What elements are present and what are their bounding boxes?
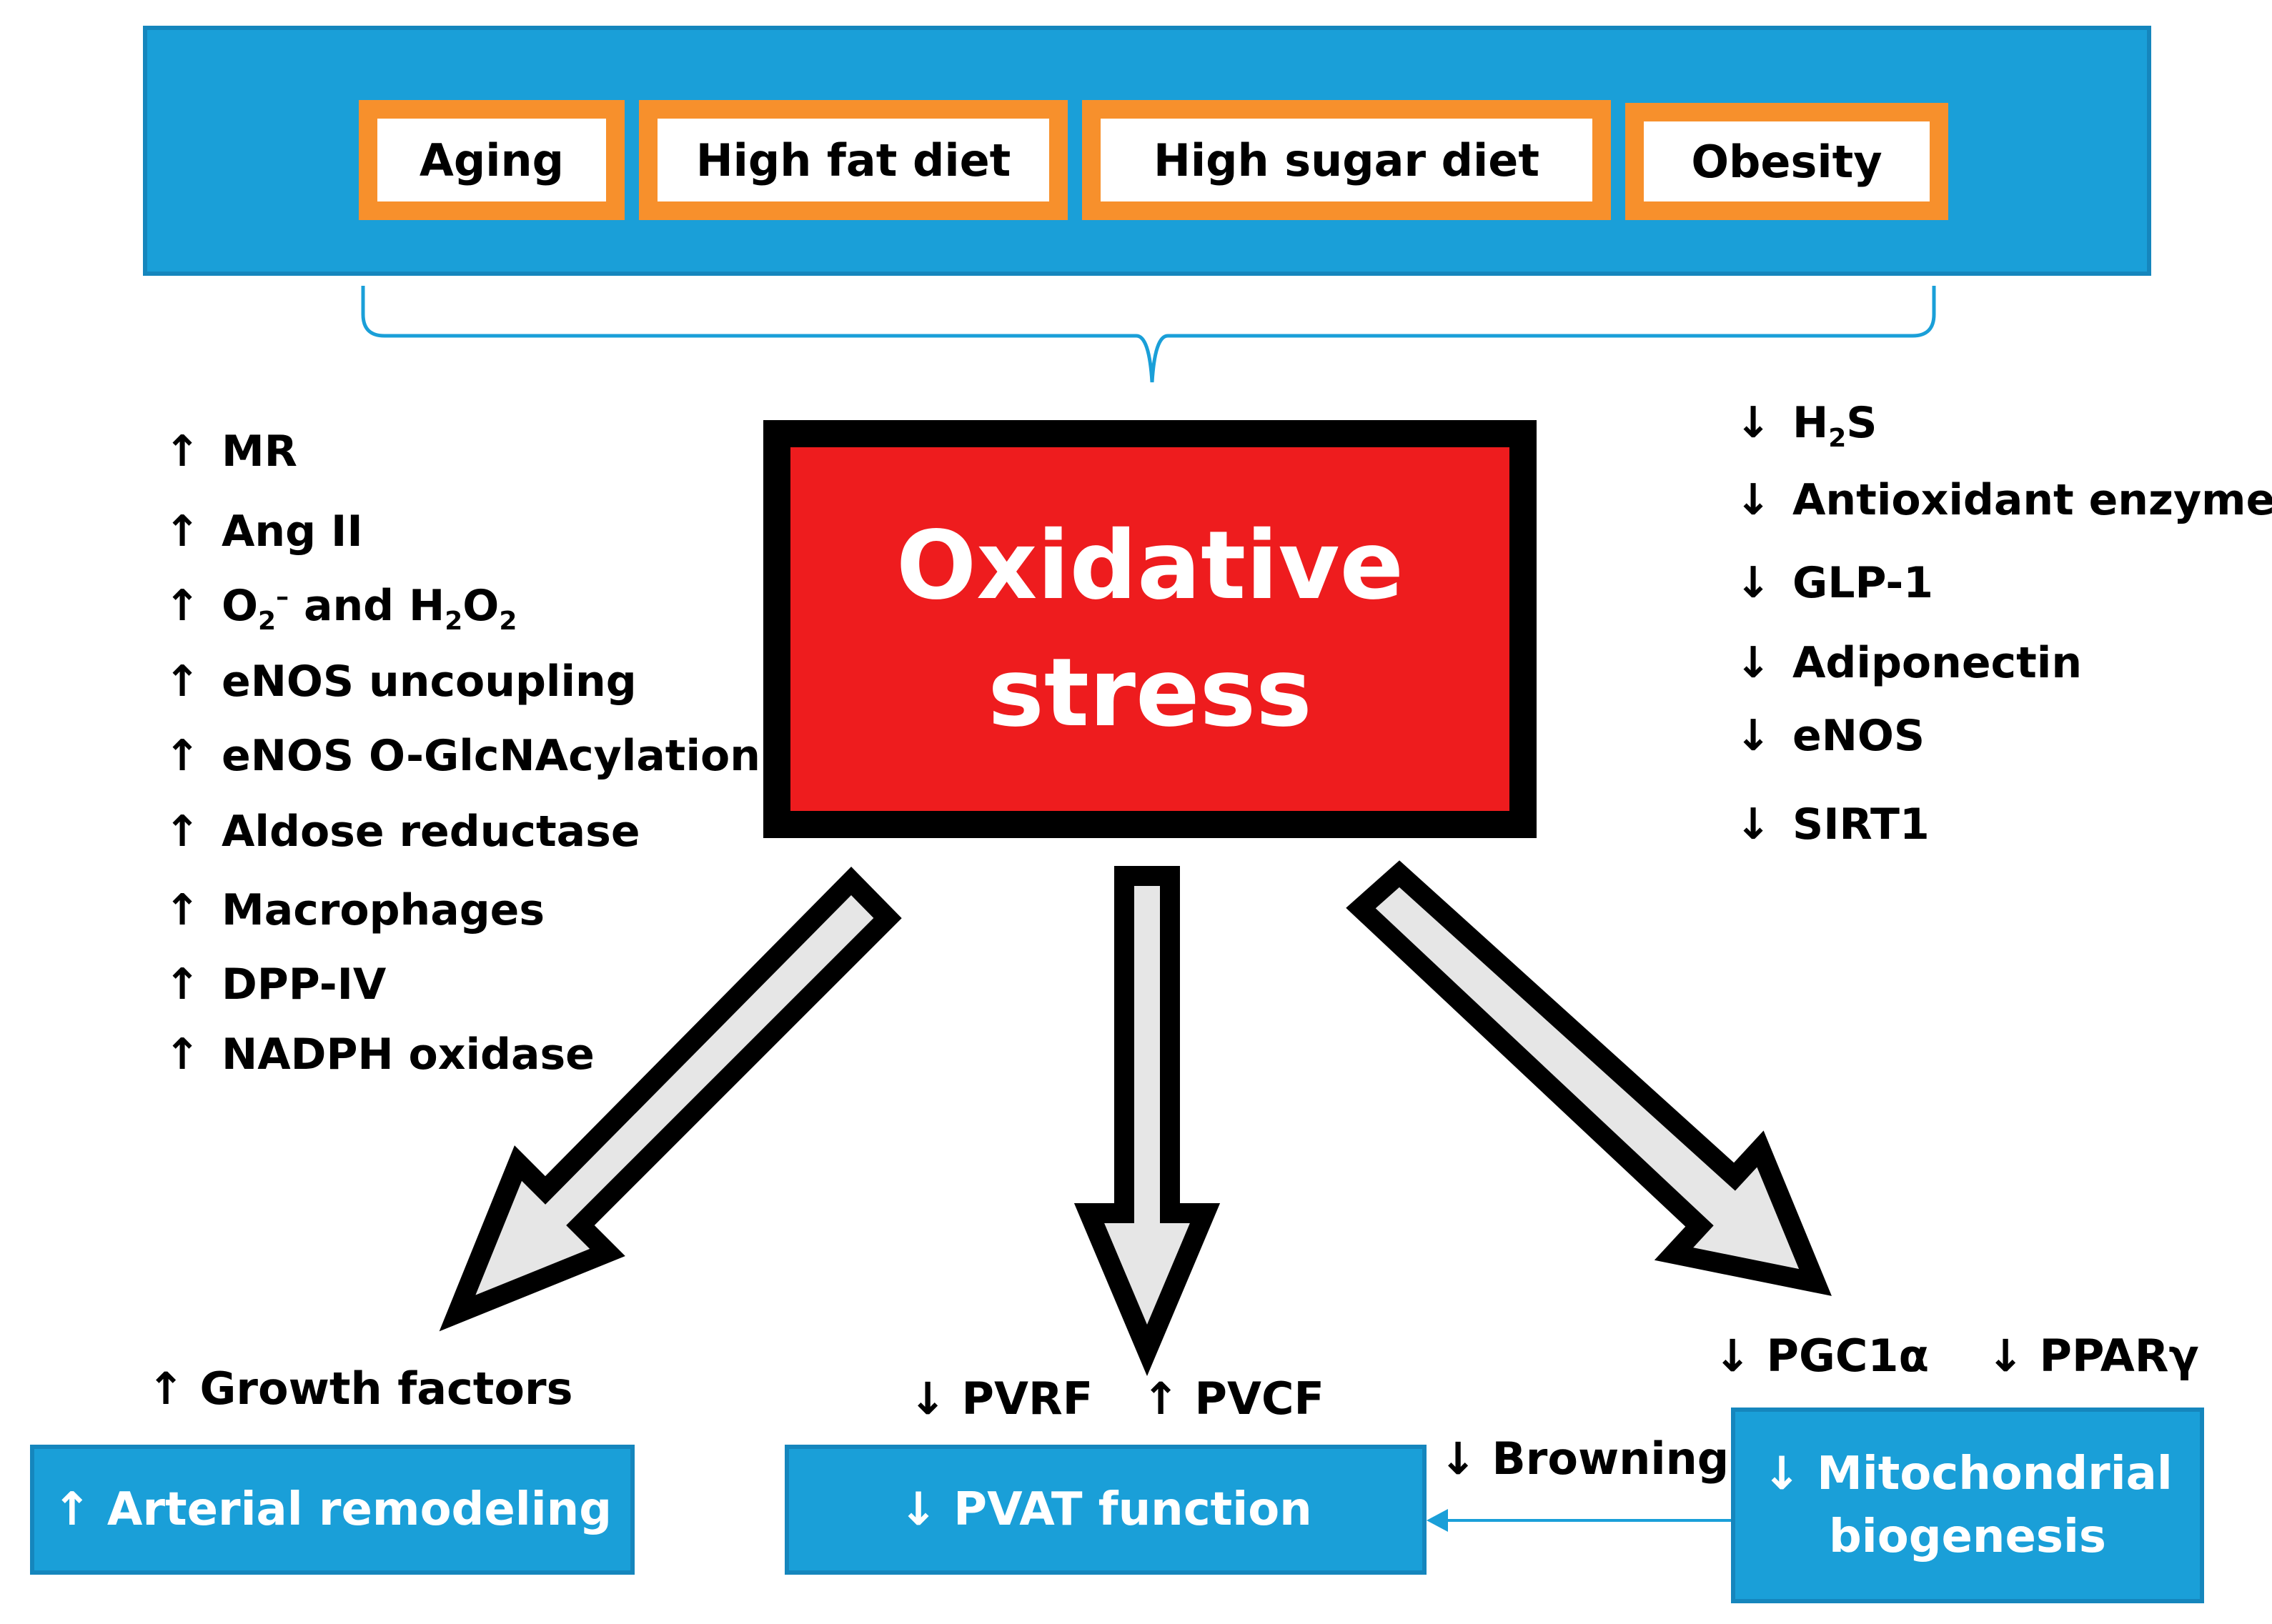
up-arrow-icon: ↑ [164, 1030, 201, 1080]
oxidative-stress-inner: Oxidative stress [790, 447, 1509, 811]
arterial-remodeling-label: ↑ Arterial remodeling [53, 1483, 612, 1536]
factor-high-fat-diet: High fat diet [639, 100, 1068, 220]
increased-item-label: Ang II [222, 507, 363, 557]
curly-brace [361, 286, 1936, 383]
decreased-item-glp-1: ↓ GLP-1 [1735, 557, 1933, 609]
pvat-function-label: ↓ PVAT function [899, 1483, 1312, 1536]
decreased-item-sirt1: ↓ SIRT1 [1735, 799, 1930, 850]
increased-factor-list: ↑MR ↑Ang II ↑O2– and H2O2 ↑eNOS uncoupli… [164, 0, 760, 1115]
increased-item-enos-uncoupling: ↑ eNOS uncoupling [164, 656, 637, 707]
up-arrow-icon: ↑ [164, 885, 201, 935]
factor-high-sugar-diet: High sugar diet [1082, 100, 1611, 220]
down-arrow-icon: ↓ [1735, 475, 1772, 525]
factor-high-sugar-diet-label: High sugar diet [1154, 134, 1539, 186]
factor-aging: Aging [359, 100, 625, 220]
increased-item-ang-ii: ↑ Ang II [164, 506, 363, 557]
growth-factors-label: ↑ Growth factors [147, 1363, 573, 1415]
oxidative-stress-line1: Oxidative [896, 510, 1404, 621]
up-arrow-icon: ↑ [164, 960, 201, 1010]
arterial-remodeling-box: ↑ Arterial remodeling [30, 1445, 635, 1575]
increased-item-nadph-oxidase: ↑ NADPH oxidase [164, 1029, 595, 1080]
increased-item-macrophages: ↑ Macrophages [164, 885, 545, 936]
up-arrow-icon: ↑ [164, 507, 201, 557]
decreased-item-h2s: ↓ H2S [1735, 397, 1877, 452]
increased-item-mr: ↑ MR [164, 426, 297, 477]
increased-item-label: eNOS O-GlcNAcylation [222, 731, 760, 781]
arrow-to-mitochondrial-biogenesis [1346, 860, 1832, 1296]
arrow-to-pvat-function [1073, 866, 1221, 1377]
increased-item-label: Aldose reductase [222, 807, 640, 857]
decreased-item-label: GLP-1 [1792, 558, 1934, 608]
mitochondrial-biogenesis-box: ↓ Mitochondrial biogenesis [1731, 1408, 2204, 1603]
down-arrow-icon: ↓ [1735, 711, 1772, 761]
decreased-item-enos: ↓ eNOS [1735, 710, 1925, 762]
up-arrow-icon: ↑ [164, 427, 201, 477]
decreased-item-label: Antioxidant enzymes [1792, 475, 2272, 525]
up-arrow-icon: ↑ [164, 581, 201, 631]
increased-item-ros: ↑O2– and H2O2 [164, 580, 517, 634]
factor-obesity: Obesity [1625, 103, 1948, 220]
ros-o2-sub: 2 [499, 607, 517, 636]
pvat-function-box: ↓ PVAT function [785, 1445, 1427, 1575]
increased-item-label: DPP-IV [222, 960, 387, 1010]
factor-obesity-label: Obesity [1691, 135, 1882, 188]
h2s-s: S [1846, 398, 1877, 448]
increased-item-dpp-iv: ↑ DPP-IV [164, 959, 386, 1010]
browning-connector-head [1427, 1509, 1448, 1532]
up-arrow-icon: ↑ [164, 807, 201, 857]
factor-high-fat-diet-label: High fat diet [695, 134, 1011, 186]
decreased-item-label: SIRT1 [1792, 799, 1930, 850]
down-arrow-icon: ↓ [1735, 638, 1772, 688]
increased-item-label: eNOS uncoupling [222, 657, 637, 707]
ros-o-sub: 2 [258, 607, 277, 636]
down-arrow-icon: ↓ [1735, 558, 1772, 608]
increased-item-label: NADPH oxidase [222, 1030, 595, 1080]
decreased-item-label: eNOS [1792, 711, 1925, 761]
pvrf-label: ↓ PVRF [909, 1373, 1093, 1425]
mitochondrial-biogenesis-line1: ↓ Mitochondrial [1762, 1448, 2173, 1500]
pgc1a-label: ↓ PGC1α [1714, 1330, 1930, 1382]
factor-aging-label: Aging [419, 134, 565, 186]
ros-h-sub: 2 [445, 607, 463, 636]
up-arrow-icon: ↑ [164, 731, 201, 781]
oxidative-stress-line2: stress [988, 637, 1312, 748]
ros-o-sup: – [276, 582, 289, 612]
decreased-item-antioxidant-enzymes: ↓ Antioxidant enzymes [1735, 474, 2272, 526]
increased-item-label: MR [222, 427, 297, 477]
increased-item-enos-glcnacylation: ↑ eNOS O-GlcNAcylation [164, 730, 760, 782]
decreased-item-label: Adiponectin [1792, 638, 2083, 688]
browning-label: ↓ Browning [1439, 1433, 1730, 1485]
ros-o2: O [462, 581, 500, 631]
ros-o: O [222, 581, 259, 631]
down-arrow-icon: ↓ [1735, 799, 1772, 850]
h2s-sub: 2 [1828, 424, 1847, 453]
arrow-to-arterial-remodeling [439, 867, 902, 1332]
up-arrow-icon: ↑ [164, 657, 201, 707]
ppary-label: ↓ PPARγ [1987, 1330, 2199, 1382]
decreased-item-adiponectin: ↓ Adiponectin [1735, 637, 2082, 689]
h2s-h: H [1792, 398, 1829, 448]
oxidative-stress-box: Oxidative stress [763, 420, 1537, 838]
increased-item-aldose-reductase: ↑ Aldose reductase [164, 806, 640, 857]
pvcf-label: ↑ PVCF [1142, 1373, 1324, 1425]
ros-and-h: and H [289, 581, 445, 631]
decreased-factor-list: ↓ H2S ↓ Antioxidant enzymes ↓ GLP-1 ↓ Adipon… [1735, 0, 2272, 872]
increased-item-label: Macrophages [222, 885, 545, 935]
down-arrow-icon: ↓ [1735, 398, 1772, 448]
mitochondrial-biogenesis-line2: biogenesis [1828, 1510, 2107, 1563]
